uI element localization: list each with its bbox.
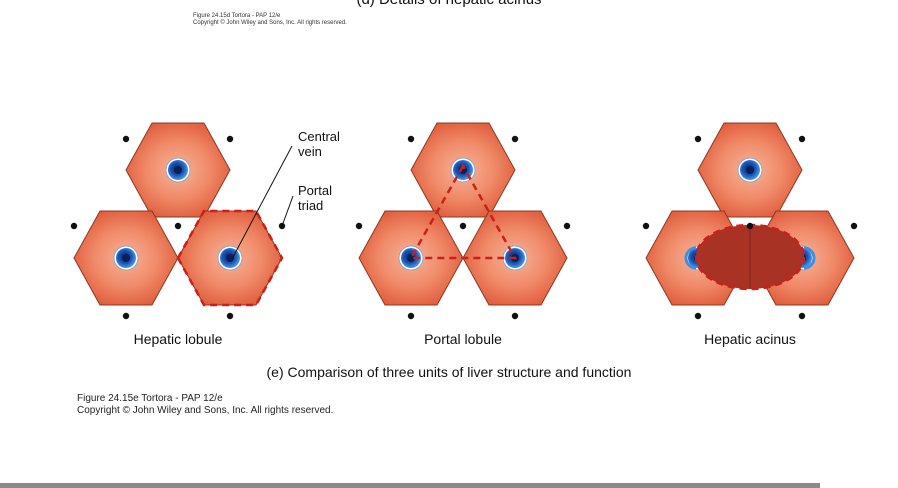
hepatic-lobule-label: Hepatic lobule [133,331,223,347]
credit-line-2: Copyright © John Wiley and Sons, Inc. Al… [77,405,334,416]
central-vein-leader-line [231,145,293,260]
hepatic-lobule-unit [70,122,294,320]
portal-triad-dots [70,135,286,320]
portal-lobule-unit [355,122,571,320]
hepatic-acinus-label: Hepatic acinus [704,331,796,347]
central-vein-icon [165,157,191,183]
acinus-left-vein-edge [684,246,697,270]
central-vein-icon [737,157,763,183]
portal-triad-label-line-1: Portal [298,183,332,198]
portal-triad-dots [355,135,571,320]
central-vein-icon [113,245,139,271]
portal-triad-dots [642,135,858,320]
central-vein-callout: Central vein [298,129,340,159]
figure-caption: (e) Comparison of three units of liver s… [266,364,632,380]
portal-triad-label-line-2: triad [298,198,324,213]
bottom-divider-bar [0,483,820,488]
credit-line-1: Figure 24.15e Tortora - PAP 12/e [77,393,223,404]
top-figure-title: (d) Details of hepatic acinus [0,0,898,8]
portal-triad-callout: Portal triad [298,183,332,213]
central-vein-label-line-2: vein [298,144,322,159]
hepatic-lobule-outline [176,209,284,307]
hepatic-acinus-unit [642,122,858,320]
portal-lobule-triangle [408,163,518,260]
portal-lobule-label: Portal lobule [424,331,502,347]
figure-credit: Figure 24.15e Tortora - PAP 12/e Copyrig… [77,393,333,417]
central-vein-label-line-1: Central [298,129,340,144]
central-vein-icon [217,245,243,271]
top-credit-line-2: Copyright © John Wiley and Sons, Inc. Al… [193,20,347,26]
portal-triad-leader-line [281,195,294,227]
acinus-right-vein-edge [803,246,816,270]
top-credit-line-1: Figure 24.15d Tortora - PAP 12/e [193,13,281,19]
top-figure-credit: Figure 24.15d Tortora - PAP 12/e Copyrig… [193,13,347,27]
